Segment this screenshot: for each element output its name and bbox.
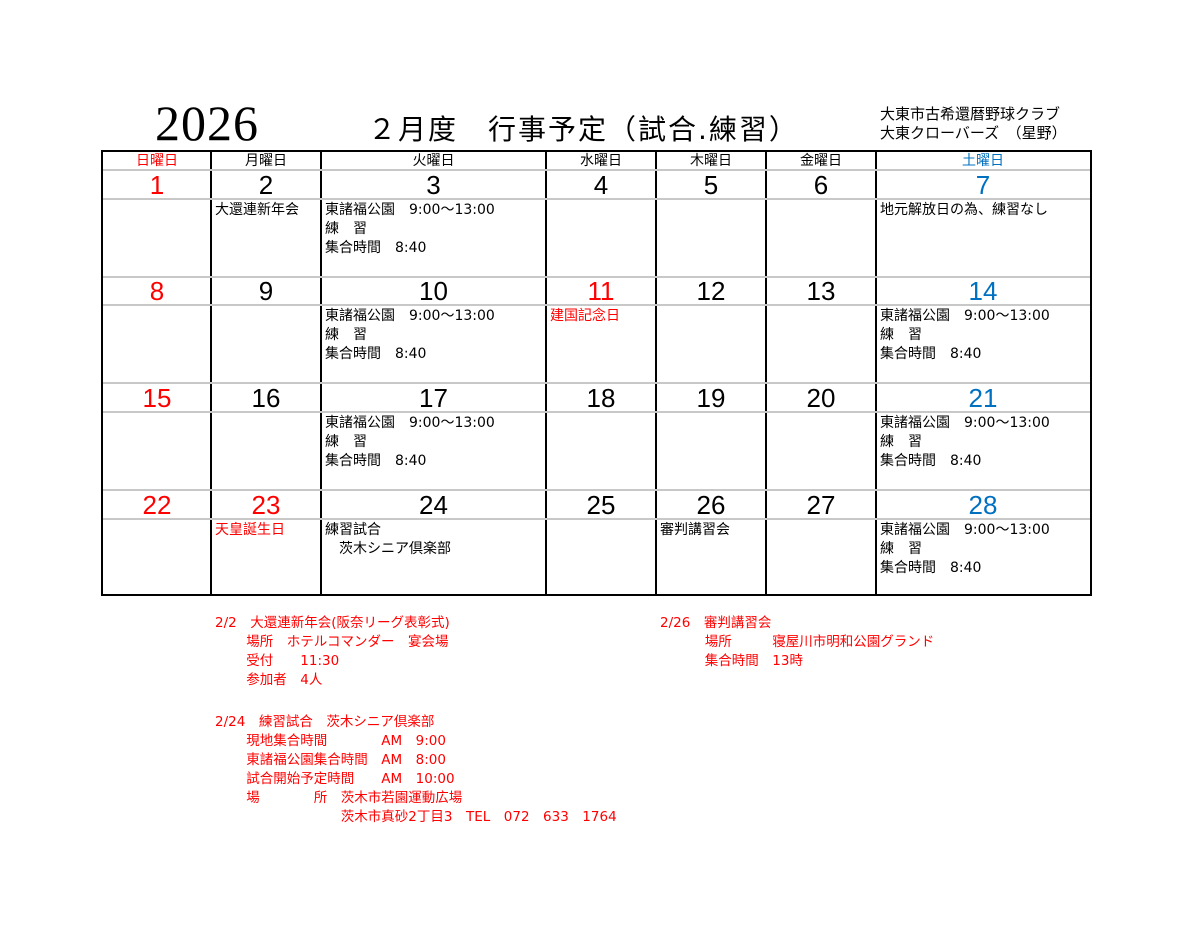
day-events	[212, 413, 320, 489]
day-events	[212, 306, 320, 382]
day-number: 3	[426, 170, 441, 200]
day-events: 建国記念日	[550, 308, 620, 324]
weekday-header: 水曜日	[580, 153, 622, 169]
row-divider	[103, 169, 1090, 171]
day-number: 15	[142, 383, 172, 413]
day-events	[104, 520, 210, 596]
day-events	[767, 306, 875, 382]
column-divider	[765, 152, 767, 594]
day-number: 17	[419, 383, 448, 413]
day-events	[547, 413, 655, 489]
day-number: 19	[696, 383, 726, 413]
day-events	[657, 413, 765, 489]
day-events	[547, 200, 655, 276]
day-number: 2	[258, 170, 274, 200]
row-divider	[103, 411, 1090, 413]
day-number: 24	[419, 490, 448, 520]
day-events	[767, 520, 875, 596]
day-events: 東諸福公園 9:00〜13:00 練 習 集合時間 8:40	[325, 308, 495, 362]
day-events: 東諸福公園 9:00〜13:00 練 習 集合時間 8:40	[880, 415, 1050, 469]
club-line-1: 大東市古希還暦野球クラブ	[880, 105, 1061, 123]
day-events: 東諸福公園 9:00〜13:00 練 習 集合時間 8:40	[325, 202, 495, 256]
day-events	[547, 520, 655, 596]
day-events	[767, 413, 875, 489]
day-events: 東諸福公園 9:00〜13:00 練 習 集合時間 8:40	[325, 415, 495, 469]
day-number: 27	[806, 490, 836, 520]
day-number: 26	[696, 490, 726, 520]
day-events: 審判講習会	[660, 522, 730, 538]
row-divider	[103, 198, 1090, 200]
day-events	[104, 200, 210, 276]
club-line-2: 大東クローバーズ （星野）	[880, 124, 1067, 142]
day-number: 28	[968, 490, 998, 520]
row-divider	[103, 304, 1090, 306]
year-label: 2026	[155, 95, 259, 151]
day-number: 10	[419, 276, 448, 306]
note-0202: 2/2 大還連新年会(阪奈リーグ表彰式) 場所 ホテルコマンダー 宴会場 受付 …	[215, 615, 450, 688]
day-number: 8	[149, 276, 165, 306]
day-number: 9	[258, 276, 274, 306]
day-number: 23	[251, 490, 281, 520]
weekday-header: 土曜日	[962, 153, 1004, 169]
day-events: 東諸福公園 9:00〜13:00 練 習 集合時間 8:40	[880, 522, 1050, 576]
column-divider	[320, 152, 322, 594]
day-number: 20	[806, 383, 836, 413]
day-number: 14	[968, 276, 998, 306]
day-events: 地元解放日の為、練習なし	[880, 202, 1048, 218]
day-number: 13	[806, 276, 836, 306]
day-number: 16	[251, 383, 281, 413]
note-0226: 2/26 審判講習会 場所 寝屋川市明和公園グランド 集合時間 13時	[660, 615, 935, 669]
weekday-header: 日曜日	[136, 153, 178, 169]
column-divider	[210, 152, 212, 594]
day-events	[104, 413, 210, 489]
row-divider	[103, 382, 1090, 384]
day-number: 22	[142, 490, 172, 520]
day-number: 25	[586, 490, 616, 520]
day-events	[657, 306, 765, 382]
day-number: 11	[587, 276, 615, 306]
row-divider	[103, 518, 1090, 520]
day-events: 東諸福公園 9:00〜13:00 練 習 集合時間 8:40	[880, 308, 1050, 362]
day-events	[767, 200, 875, 276]
day-number: 6	[813, 170, 829, 200]
day-number: 7	[975, 170, 991, 200]
row-divider	[103, 489, 1090, 491]
weekday-header: 木曜日	[690, 153, 732, 169]
note-0224: 2/24 練習試合 茨木シニア倶楽部 現地集合時間 AM 9:00 東諸福公園集…	[215, 714, 617, 825]
day-events: 練習試合 茨木シニア倶楽部	[325, 522, 451, 557]
club-name: 大東市古希還暦野球クラブ 大東クローバーズ （星野）	[880, 105, 1067, 143]
page-title: ２月度 行事予定（試合.練習）	[368, 113, 799, 146]
day-events	[657, 200, 765, 276]
day-number: 18	[586, 383, 616, 413]
day-number: 21	[968, 383, 998, 413]
day-number: 1	[149, 170, 165, 200]
day-events: 天皇誕生日	[215, 522, 285, 538]
column-divider	[875, 152, 877, 594]
weekday-header: 火曜日	[412, 153, 455, 169]
column-divider	[655, 152, 657, 594]
day-number: 5	[703, 170, 719, 200]
weekday-header: 金曜日	[800, 153, 842, 169]
column-divider	[545, 152, 547, 594]
day-events: 大還連新年会	[215, 202, 299, 218]
day-number: 4	[593, 170, 609, 200]
row-divider	[103, 276, 1090, 278]
day-events	[104, 306, 210, 382]
day-number: 12	[696, 276, 726, 306]
weekday-header: 月曜日	[245, 153, 287, 169]
